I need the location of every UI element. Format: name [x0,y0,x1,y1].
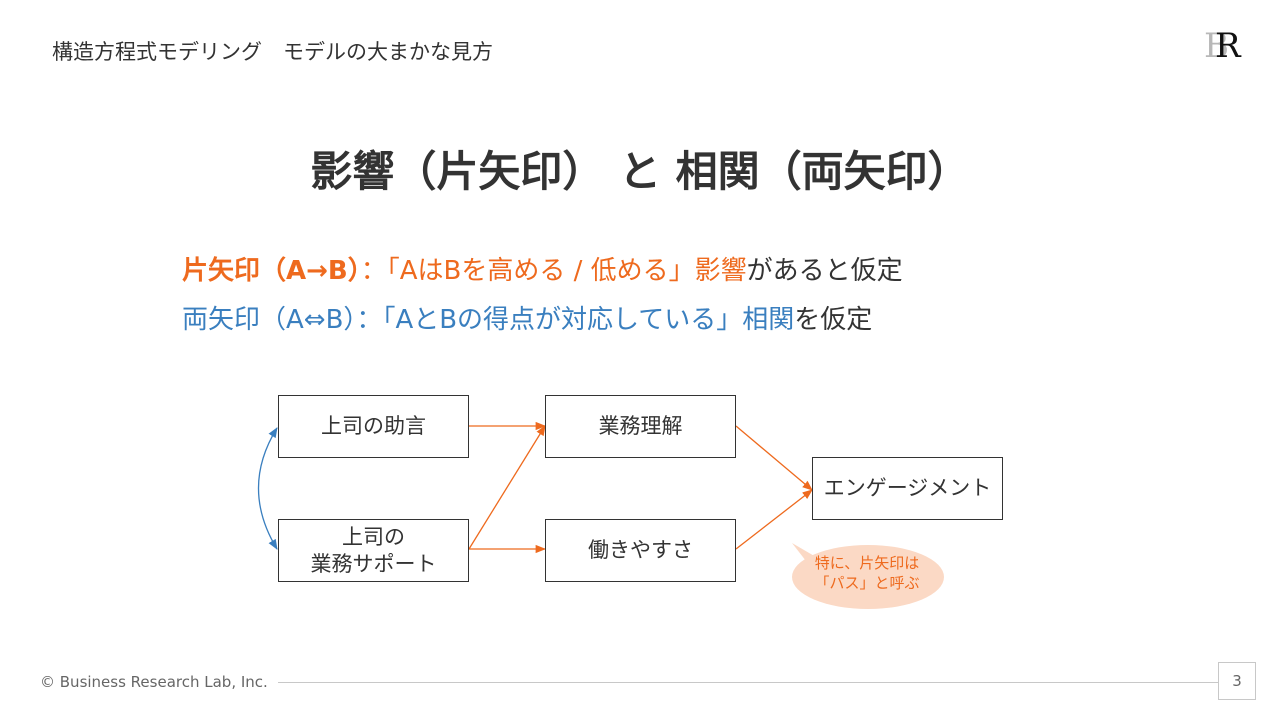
page-number: 3 [1218,662,1256,700]
one-way-separator: ： [360,256,387,286]
one-way-suffix: があると仮定 [746,256,903,286]
node-label: 働きやすさ [588,538,693,563]
two-way-suffix: を仮定 [794,305,873,335]
logo-shadow-letter: B [1204,26,1229,66]
node-boss-advice: 上司の助言 [278,395,469,458]
one-way-label: 片矢印（A→B） [182,256,361,286]
node-label: エンゲージメント [823,476,992,501]
legend-two-way-arrow: 両矢印（A⇔B）：「AとBの得点が対応している」相関を仮定 [182,299,872,336]
two-way-quote: 「AとBの得点が対応している」相関 [382,305,795,335]
footer-divider [278,682,1218,683]
node-ease: 働きやすさ [545,519,736,582]
node-boss-support: 上司の 業務サポート [278,519,469,582]
callout-label: 特に、片矢印は 「パス」と呼ぶ [814,554,920,593]
company-logo: B R [1204,26,1254,66]
callout-text: 特に、片矢印は 「パス」と呼ぶ [792,553,942,594]
header-title: 構造方程式モデリング モデルの大まかな見方 [52,40,493,64]
node-understanding: 業務理解 [545,395,736,458]
node-label: 上司の 業務サポート [310,525,437,576]
node-engagement: エンゲージメント [812,457,1003,520]
two-way-label: 両矢印（A⇔B） [182,305,357,335]
node-label: 上司の助言 [321,414,426,439]
legend-one-way-arrow: 片矢印（A→B）：「AはBを高める / 低める」影響があると仮定 [182,250,903,287]
path-support-to-understanding [468,425,546,550]
two-way-separator: ： [356,305,383,335]
logo-letter: R [1215,26,1241,66]
slide-title: 影響（片矢印） と 相関（両矢印） [310,147,970,196]
callout-bubble [792,543,944,609]
copyright: © Business Research Lab, Inc. [40,673,268,691]
path-understanding-to-engagement [735,425,813,491]
node-label: 業務理解 [598,414,683,439]
correlation-advice-support [257,427,278,550]
path-ease-to-engagement [735,489,813,550]
one-way-quote: 「AはBを高める / 低める」影響 [386,256,747,286]
